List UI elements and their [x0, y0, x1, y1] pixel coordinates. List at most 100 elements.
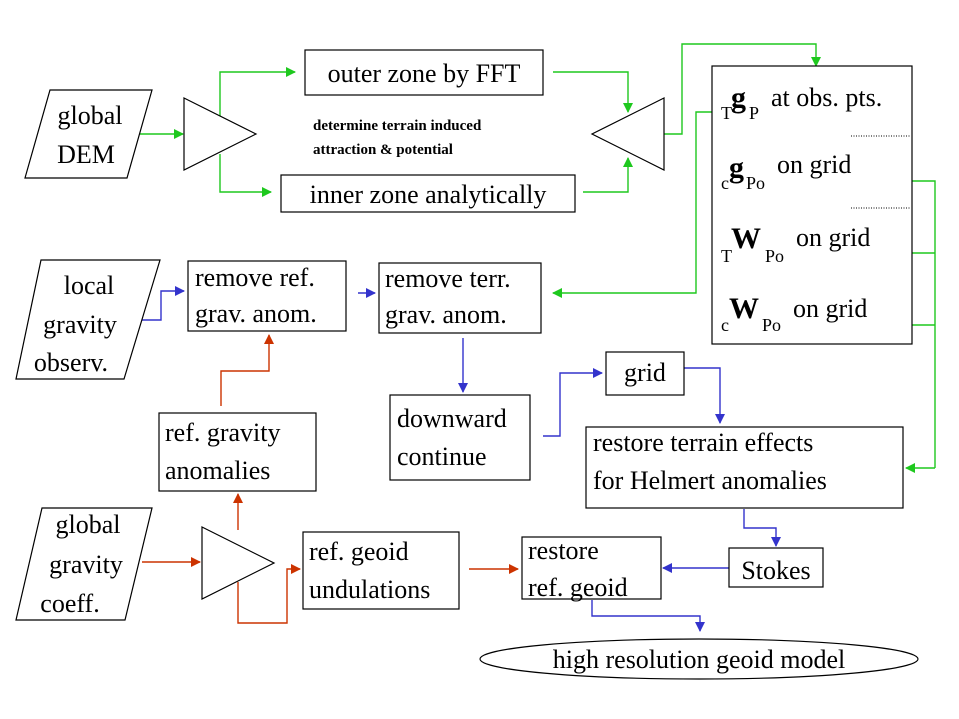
global-gravity-shape — [15, 507, 153, 621]
ref-gravity-line-1: ref. gravity — [165, 418, 281, 447]
node-global-gravity[interactable]: global gravity coeff. — [15, 507, 153, 621]
restore-geoid-line-2: ref. geoid — [528, 573, 628, 602]
arrow-restore-terrain-to-stokes — [743, 509, 781, 547]
result-cgpo: c g Po on grid — [721, 150, 851, 193]
global-dem-line-2: DEM — [57, 140, 115, 169]
global-gravity-line-3: coeff. — [40, 589, 99, 618]
ref-geoid-box — [302, 531, 460, 610]
gravity-connectors — [137, 286, 781, 632]
remove-ref-box — [187, 260, 347, 332]
ref-geoid-line-2: undulations — [309, 575, 430, 604]
restore-geoid-line-1: restore — [528, 536, 599, 565]
outer-zone-label: outer zone by FFT — [328, 59, 521, 88]
result-cwpo-main: W — [729, 292, 759, 325]
node-final-model[interactable]: high resolution geoid model — [479, 638, 919, 680]
inner-zone-box — [280, 174, 576, 213]
terrain-note: determine terrain induced attraction & p… — [313, 118, 482, 158]
downward-line-1: downward — [397, 404, 507, 433]
result-tgp-text: at obs. pts. — [771, 83, 882, 112]
ref-gravity-box — [158, 412, 317, 492]
node-restore-geoid[interactable]: restore ref. geoid — [521, 536, 662, 602]
result-twpo-text: on grid — [796, 223, 870, 252]
global-gravity-line-1: global — [56, 510, 121, 539]
arrow-split-to-ref-geoid — [237, 564, 301, 624]
result-tgp: T g P at obs. pts. — [721, 81, 882, 123]
remove-ref-line-2: grav. anom. — [195, 299, 317, 328]
result-cgpo-pre: c — [721, 173, 729, 193]
global-gravity-line-2: gravity — [49, 550, 123, 579]
arrow-results-to-restore-terrain — [912, 180, 936, 468]
merge-triangle-terrain[interactable] — [590, 97, 665, 171]
node-outer-zone[interactable]: outer zone by FFT — [304, 49, 544, 96]
ref-gravity-line-2: anomalies — [165, 456, 270, 485]
arrow-local-to-remove-ref — [137, 286, 185, 321]
node-remove-ref[interactable]: remove ref. grav. anom. — [187, 260, 347, 332]
outer-zone-box — [304, 49, 544, 96]
result-cwpo-pre: c — [721, 315, 729, 335]
terrain-note-line-1: determine terrain induced — [313, 118, 482, 134]
node-ref-gravity[interactable]: ref. gravity anomalies — [158, 412, 317, 492]
result-twpo-main: W — [731, 222, 761, 255]
terrain-note-line-2: attraction & potential — [313, 142, 453, 158]
result-twpo-pre: T — [721, 246, 732, 266]
result-cgpo-text: on grid — [777, 150, 851, 179]
local-gravity-line-1: local — [64, 271, 115, 300]
node-inner-zone[interactable]: inner zone analytically — [280, 174, 576, 213]
node-downward-continue[interactable]: downward continue — [389, 394, 531, 481]
stokes-label: Stokes — [741, 556, 810, 585]
arrow-downward-to-grid — [543, 368, 603, 437]
local-gravity-line-3: observ. — [34, 348, 108, 377]
result-cgpo-main: g — [729, 151, 744, 184]
final-model-label: high resolution geoid model — [553, 645, 845, 674]
node-global-dem[interactable]: global DEM — [24, 89, 153, 179]
local-gravity-shape — [15, 259, 161, 380]
arrow-ref-gravity-to-remove-ref — [220, 334, 274, 406]
arrow-results-to-remove-terr — [552, 111, 712, 298]
restore-terrain-box — [585, 426, 904, 509]
restore-geoid-box — [521, 536, 662, 600]
result-cwpo-text: on grid — [793, 294, 867, 323]
inner-zone-label: inner zone analytically — [310, 180, 547, 209]
arrow-restore-geoid-to-model — [591, 600, 705, 632]
node-restore-terrain[interactable]: restore terrain effects for Helmert anom… — [585, 426, 904, 509]
global-dem-shape — [24, 89, 153, 179]
split-triangle-terrain[interactable] — [183, 97, 258, 171]
stokes-box — [728, 547, 824, 588]
terrain-results-box — [711, 65, 913, 345]
local-gravity-line-2: gravity — [43, 310, 117, 339]
final-model-ellipse — [479, 638, 919, 680]
remove-terr-line-2: grav. anom. — [385, 300, 507, 329]
global-dem-line-1: global — [58, 101, 123, 130]
remove-terr-line-1: remove terr. — [385, 264, 511, 293]
node-terrain-results[interactable]: T g P at obs. pts. c g Po on grid T W Po… — [711, 65, 913, 345]
result-cwpo-post: Po — [762, 315, 781, 335]
downward-line-2: continue — [397, 442, 487, 471]
node-remove-terr[interactable]: remove terr. grav. anom. — [378, 262, 542, 334]
result-cgpo-post: Po — [746, 173, 765, 193]
restore-terrain-line-2: for Helmert anomalies — [593, 466, 827, 495]
arrow-outer-to-merge — [553, 71, 633, 113]
ref-geoid-line-1: ref. geoid — [309, 537, 409, 566]
result-twpo-post: Po — [765, 246, 784, 266]
node-local-gravity[interactable]: local gravity observ. — [15, 259, 161, 380]
node-grid[interactable]: grid — [605, 351, 685, 396]
arrow-inner-to-merge — [583, 157, 633, 193]
remove-terr-box — [378, 262, 542, 334]
grid-box — [605, 351, 685, 396]
node-stokes[interactable]: Stokes — [728, 547, 824, 588]
grid-label: grid — [624, 358, 666, 387]
result-tgp-main: g — [731, 81, 746, 114]
reference-connectors — [142, 334, 519, 624]
remove-ref-line-1: remove ref. — [195, 263, 315, 292]
arrow-split-to-inner — [219, 154, 272, 197]
arrow-grid-to-restore-terrain — [668, 367, 725, 424]
arrow-merge-to-results — [664, 43, 821, 135]
arrow-split-to-outer — [219, 67, 296, 116]
result-tgp-post: P — [749, 103, 759, 123]
result-tgp-pre: T — [721, 103, 732, 123]
node-ref-geoid[interactable]: ref. geoid undulations — [302, 531, 460, 610]
terrain-connectors — [140, 43, 936, 473]
result-twpo: T W Po on grid — [721, 222, 870, 266]
split-triangle-reference[interactable] — [201, 526, 276, 600]
